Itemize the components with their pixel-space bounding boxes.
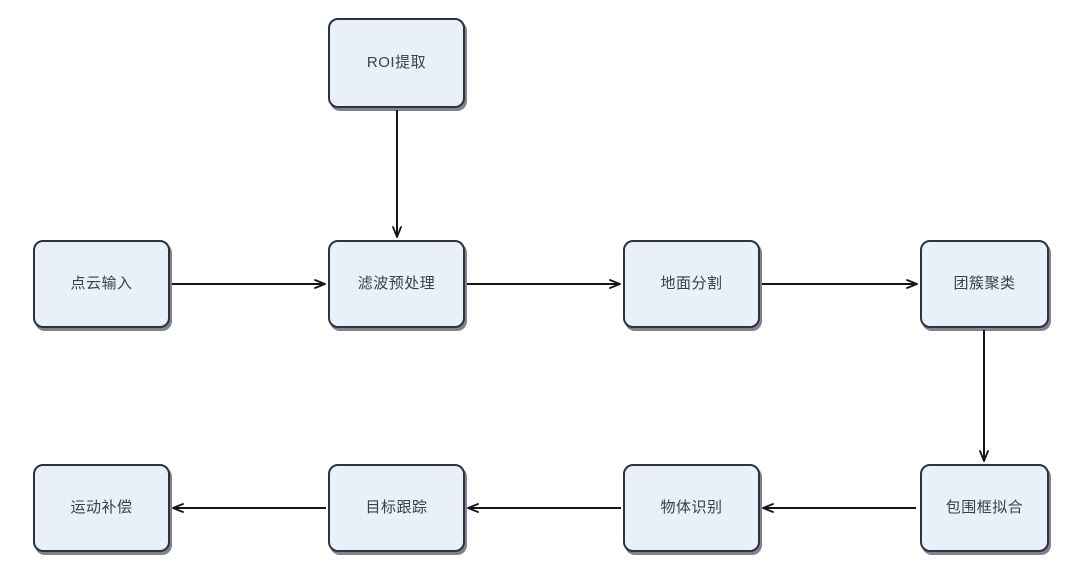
node-compensate[interactable]: 运动补偿 xyxy=(33,464,170,552)
node-label-bbox: 包围框拟合 xyxy=(945,499,1024,517)
node-label-compensate: 运动补偿 xyxy=(70,499,133,517)
node-track[interactable]: 目标跟踪 xyxy=(328,464,465,552)
node-label-input: 点云输入 xyxy=(70,275,133,293)
node-label-cluster: 团簇聚类 xyxy=(953,275,1016,293)
node-filter[interactable]: 滤波预处理 xyxy=(328,240,465,328)
node-roi[interactable]: ROI提取 xyxy=(328,18,465,108)
node-label-recognize: 物体识别 xyxy=(660,499,723,517)
node-bbox[interactable]: 包围框拟合 xyxy=(920,464,1049,552)
node-label-filter: 滤波预处理 xyxy=(357,275,436,293)
node-label-track: 目标跟踪 xyxy=(365,499,428,517)
node-label-ground: 地面分割 xyxy=(660,275,723,293)
node-recognize[interactable]: 物体识别 xyxy=(623,464,760,552)
node-input[interactable]: 点云输入 xyxy=(33,240,170,328)
node-label-roi: ROI提取 xyxy=(366,54,427,72)
node-ground[interactable]: 地面分割 xyxy=(623,240,760,328)
node-cluster[interactable]: 团簇聚类 xyxy=(920,240,1049,328)
